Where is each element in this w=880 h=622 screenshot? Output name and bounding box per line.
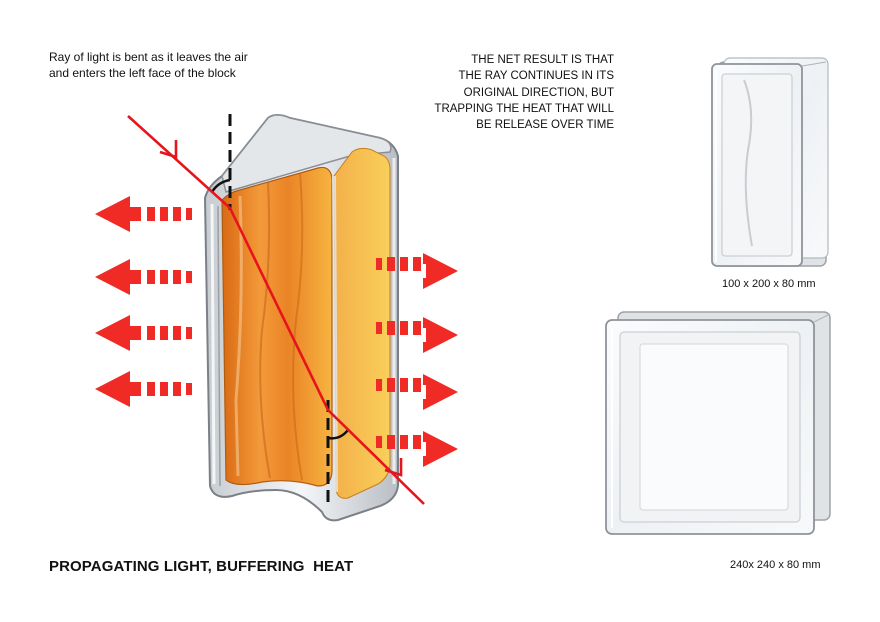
net-result-note: THE NET RESULT IS THAT THE RAY CONTINUES… xyxy=(400,52,614,133)
net-result-line: ORIGINAL DIRECTION, BUT xyxy=(463,86,614,99)
angle-arc-entry xyxy=(210,178,231,193)
diagram-title: PROPAGATING LIGHT, BUFFERING HEAT xyxy=(49,558,354,575)
right-arrow-3 xyxy=(376,374,458,410)
dimension-label-square: 240x 240 x 80 mm xyxy=(730,559,821,571)
right-arrow-2 xyxy=(376,317,458,353)
left-arrow-4 xyxy=(95,371,192,407)
light-ray xyxy=(127,115,425,505)
right-heat-arrows xyxy=(376,253,458,467)
glass-block-square xyxy=(605,311,831,535)
ray-bent-note: Ray of light is bent as it leaves the ai… xyxy=(49,50,248,80)
net-result-line: THE RAY CONTINUES IN ITS xyxy=(458,70,614,83)
net-result-line: BE RELEASE OVER TIME xyxy=(476,119,614,132)
normal-lines xyxy=(228,114,330,502)
net-result-line: THE NET RESULT IS THAT xyxy=(471,54,614,66)
right-arrow-1 xyxy=(376,253,458,289)
ray-direction-arrow-bottom xyxy=(384,458,403,477)
angle-arc-exit xyxy=(327,429,349,440)
left-arrow-2 xyxy=(95,259,192,295)
right-arrow-4 xyxy=(376,431,458,467)
ray-direction-arrow-top xyxy=(159,140,178,159)
left-arrow-3 xyxy=(95,315,192,351)
amber-glass-block xyxy=(203,114,399,522)
net-result-line: TRAPPING THE HEAT THAT WILL xyxy=(434,102,614,115)
glass-block-tall xyxy=(711,57,829,267)
left-heat-arrows xyxy=(95,196,192,407)
left-arrow-1 xyxy=(95,196,192,232)
dimension-label-tall: 100 x 200 x 80 mm xyxy=(722,278,816,290)
